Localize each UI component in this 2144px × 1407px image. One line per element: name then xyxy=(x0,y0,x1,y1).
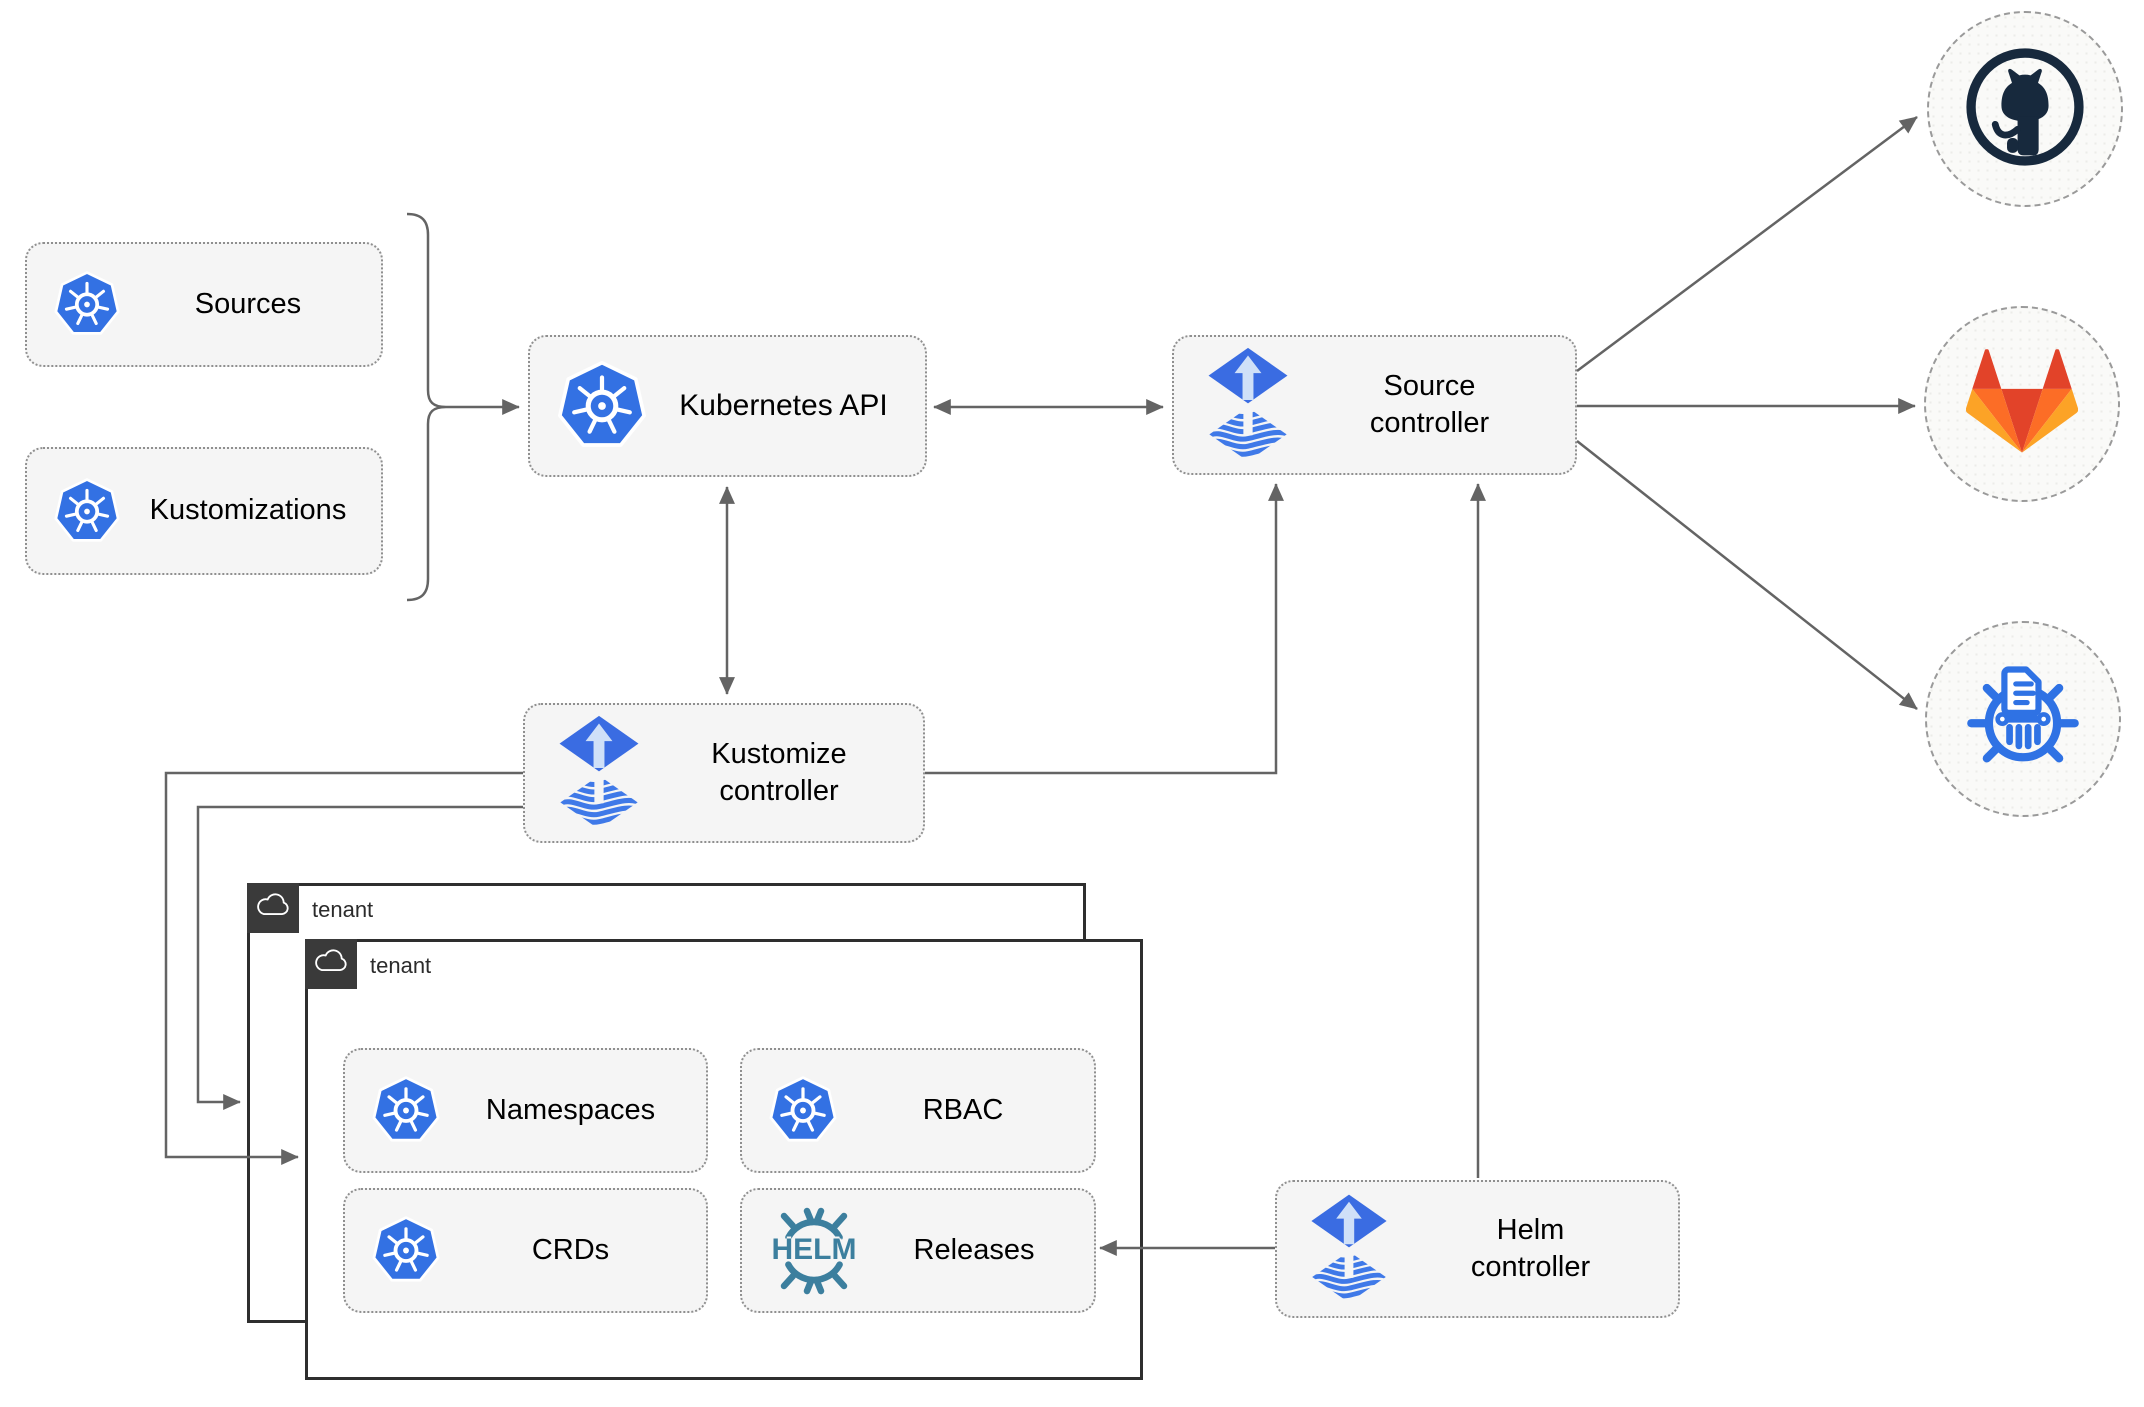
tenant-container-inner: tenant Namespaces RBAC CRDs HELM Release… xyxy=(305,939,1143,1380)
bracket-resources-group xyxy=(406,212,447,602)
kubernetes-icon xyxy=(371,1214,441,1287)
kubernetes-icon xyxy=(53,476,121,547)
node-namespaces: Namespaces xyxy=(343,1048,708,1173)
helm-logo-text: HELM xyxy=(771,1232,857,1266)
kubernetes-icon xyxy=(53,269,121,340)
flux-icon xyxy=(1309,1193,1389,1305)
arrow-source-to-kustomize-circle xyxy=(1576,440,1918,710)
kustomize-source-node xyxy=(1925,621,2121,817)
helm-icon: HELM xyxy=(768,1207,860,1295)
kubernetes-icon xyxy=(768,1074,838,1147)
cloud-icon xyxy=(255,893,292,924)
node-helm-controller: Helm controller xyxy=(1275,1180,1680,1318)
node-kustomize-controller-label: Kustomize controller xyxy=(711,737,847,807)
flux-icon xyxy=(1206,346,1290,464)
tenant-tab xyxy=(305,939,357,989)
github-octocat-icon xyxy=(1963,45,2087,174)
node-kubernetes-api: Kubernetes API xyxy=(528,335,927,477)
node-rbac: RBAC xyxy=(740,1048,1096,1173)
node-sources-label: Sources xyxy=(194,287,302,320)
arrow-kustomize-to-source xyxy=(925,483,1284,775)
node-kustomizations-label: Kustomizations xyxy=(149,494,347,527)
gitlab-tanuki-icon xyxy=(1966,349,2078,459)
node-kustomizations: Kustomizations xyxy=(25,447,383,575)
node-kustomize-controller: Kustomize controller xyxy=(523,703,925,843)
cloud-icon xyxy=(313,949,350,980)
node-crds: CRDs xyxy=(343,1188,708,1313)
node-sources: Sources xyxy=(25,242,383,367)
node-releases: HELM Releases xyxy=(740,1188,1096,1313)
node-crds-label: CRDs xyxy=(531,1233,610,1266)
node-helm-controller-label: Helm controller xyxy=(1470,1213,1591,1283)
flux-icon xyxy=(557,714,641,832)
kubernetes-icon xyxy=(371,1074,441,1147)
arrow-source-to-github xyxy=(1576,115,1918,373)
github-source-node xyxy=(1927,11,2123,207)
kustomize-wheel-document-icon xyxy=(1961,655,2085,784)
node-releases-label: Releases xyxy=(913,1233,1035,1266)
node-namespaces-label: Namespaces xyxy=(485,1093,656,1126)
node-source-controller: Source controller xyxy=(1172,335,1577,475)
tenant-outer-label: tenant xyxy=(312,897,374,922)
node-rbac-label: RBAC xyxy=(922,1093,1004,1126)
node-kubernetes-api-label: Kubernetes API xyxy=(679,388,888,422)
kubernetes-icon xyxy=(556,358,648,454)
gitlab-source-node xyxy=(1924,306,2120,502)
tenant-tab xyxy=(247,883,299,933)
node-source-controller-label: Source controller xyxy=(1369,369,1490,439)
tenant-inner-label: tenant xyxy=(370,953,432,978)
